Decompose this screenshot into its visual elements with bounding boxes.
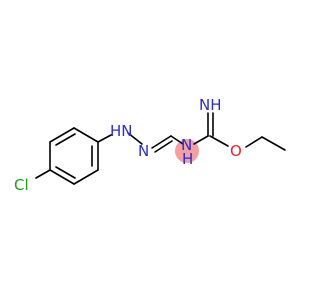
bond-n-ch-double xyxy=(151,135,172,149)
bond-c-o xyxy=(209,135,229,147)
bond-ch-nh xyxy=(170,135,184,145)
ring-bond xyxy=(73,127,99,143)
bond-ch2-ch3 xyxy=(261,136,286,151)
ring-double-bond xyxy=(55,133,76,146)
imine-nh-label: NH xyxy=(199,96,222,114)
hydrazine-nh-label: HN xyxy=(110,122,133,140)
ring-bond xyxy=(49,169,75,185)
benzene-ring xyxy=(49,127,99,185)
hydrazine-n-label: N xyxy=(138,142,149,160)
bond-n-ch-double-2 xyxy=(154,140,173,153)
amidine-n-label: N xyxy=(181,136,192,154)
bond-ring-nh xyxy=(97,134,112,143)
chlorine-label: Cl xyxy=(14,176,29,194)
ring-bond xyxy=(49,127,75,143)
bond-o-ch2 xyxy=(245,136,263,148)
oxygen-label: O xyxy=(230,142,242,160)
bond-nh-c xyxy=(193,135,209,145)
amidine-h-label: H xyxy=(182,150,193,168)
ring-double-bond xyxy=(55,166,76,179)
nh-highlight xyxy=(175,139,199,163)
structure-diagram: Cl HN N N H NH O xyxy=(14,96,286,194)
ring-bond xyxy=(73,169,99,185)
bond-ring-cl xyxy=(35,169,51,179)
bond-nh-n xyxy=(127,132,143,145)
